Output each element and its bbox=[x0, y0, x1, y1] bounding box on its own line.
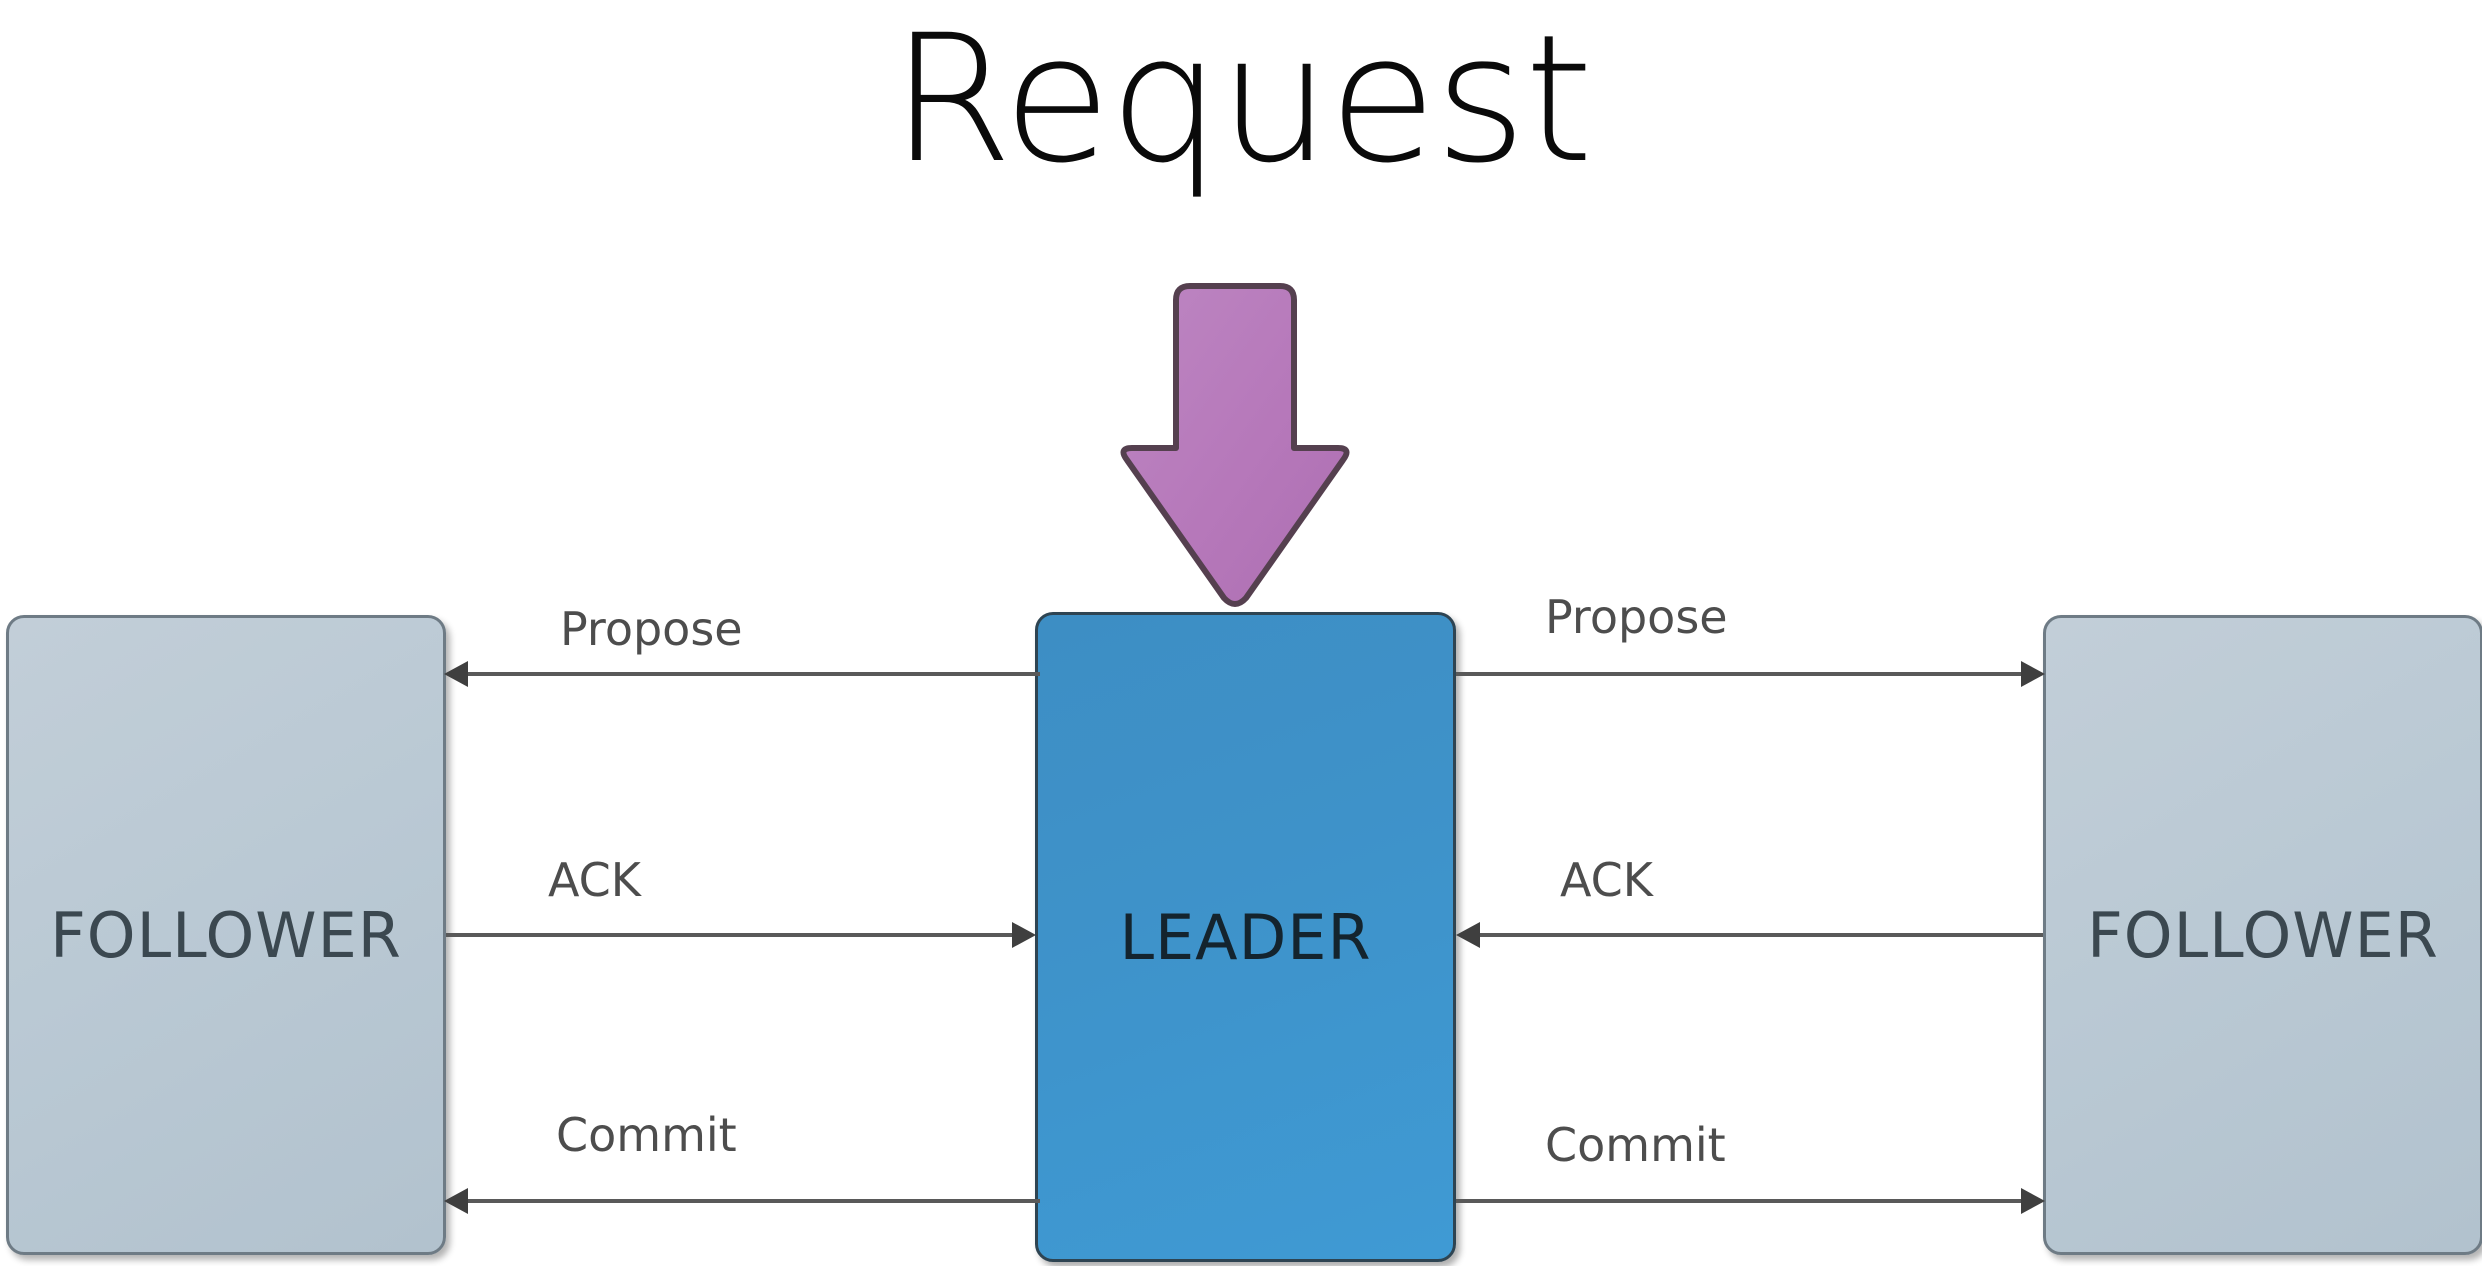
down-arrow-icon bbox=[1110, 272, 1360, 616]
flow-line-propose-right bbox=[1456, 672, 2029, 676]
flow-line-commit-right bbox=[1456, 1199, 2029, 1203]
node-leader[interactable]: LEADER bbox=[1035, 612, 1456, 1262]
arrow-head-ack-left bbox=[1012, 922, 1036, 948]
flow-label-ack-left: ACK bbox=[548, 853, 641, 907]
node-follower-left[interactable]: FOLLOWER bbox=[6, 615, 446, 1255]
arrow-head-ack-right bbox=[1456, 922, 1480, 948]
node-label: FOLLOWER bbox=[2087, 898, 2439, 972]
flow-line-ack-left bbox=[446, 933, 1026, 937]
flow-label-commit-right: Commit bbox=[1545, 1118, 1726, 1172]
node-label: LEADER bbox=[1119, 900, 1372, 974]
flow-label-propose-left: Propose bbox=[560, 602, 743, 656]
arrow-head-commit-right bbox=[2021, 1188, 2045, 1214]
flow-label-ack-right: ACK bbox=[1560, 853, 1653, 907]
page-title: Request bbox=[890, 0, 1594, 202]
node-follower-right[interactable]: FOLLOWER bbox=[2043, 615, 2482, 1255]
arrow-head-propose-left bbox=[444, 661, 468, 687]
flow-label-propose-right: Propose bbox=[1545, 590, 1728, 644]
flow-line-ack-right bbox=[1472, 933, 2043, 937]
flow-line-propose-left bbox=[460, 672, 1040, 676]
node-label: FOLLOWER bbox=[50, 898, 402, 972]
arrow-head-propose-right bbox=[2021, 661, 2045, 687]
arrow-head-commit-left bbox=[444, 1188, 468, 1214]
flow-line-commit-left bbox=[460, 1199, 1040, 1203]
flow-label-commit-left: Commit bbox=[556, 1108, 737, 1162]
